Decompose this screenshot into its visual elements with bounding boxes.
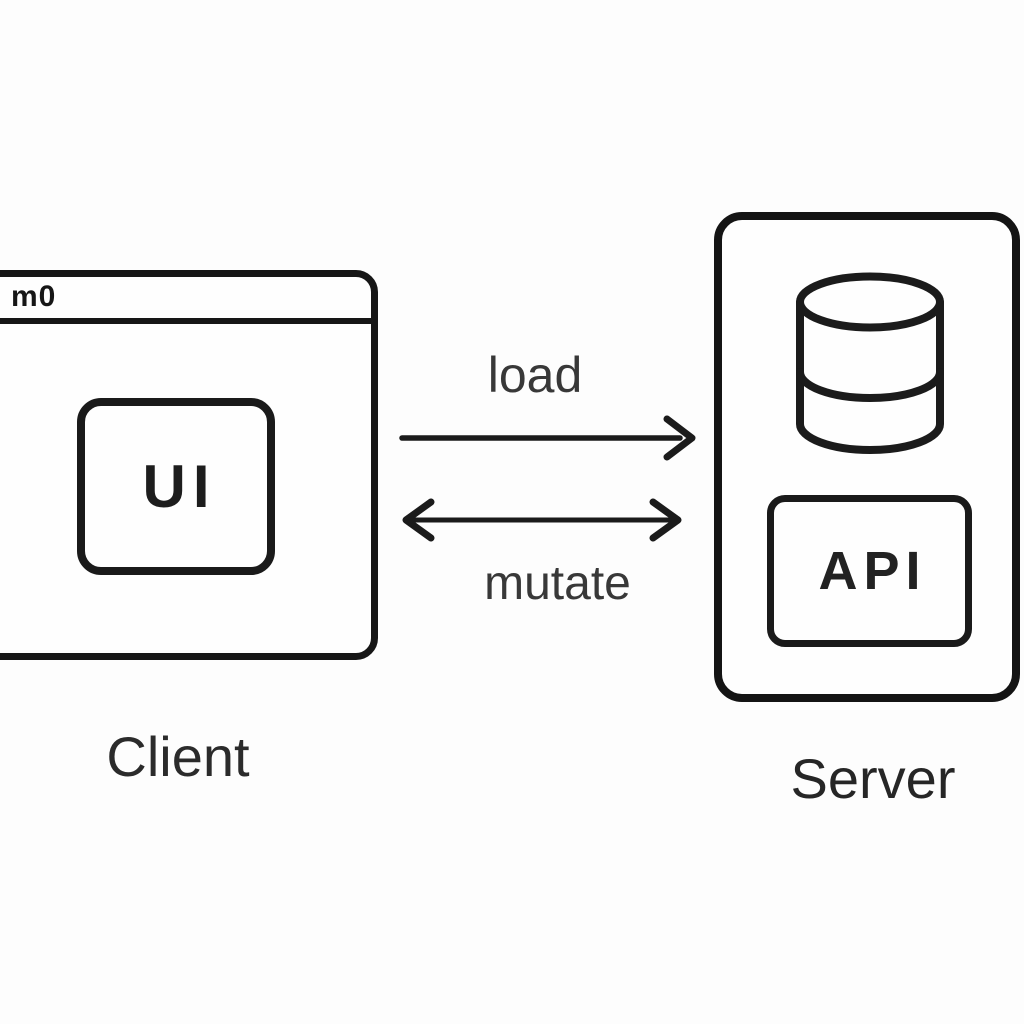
ui-box-label: UI bbox=[142, 453, 217, 520]
browser-titlebar: m0 bbox=[0, 277, 371, 324]
database-icon bbox=[796, 272, 944, 454]
mutate-arrow bbox=[402, 498, 682, 542]
mutate-arrow-label: mutate bbox=[484, 557, 631, 610]
ui-box: UI bbox=[77, 398, 275, 575]
server-label: Server bbox=[790, 747, 956, 810]
window-controls-glyph: m0 bbox=[11, 279, 57, 313]
client-label: Client bbox=[106, 725, 250, 788]
server-box: API bbox=[714, 212, 1020, 702]
arrows-graphic bbox=[399, 415, 696, 542]
arrowhead-right-icon bbox=[663, 415, 696, 461]
api-box-label: API bbox=[818, 541, 927, 601]
arrowhead-right-icon bbox=[649, 498, 682, 542]
arrowhead-left-icon bbox=[402, 498, 435, 542]
load-arrow bbox=[399, 415, 696, 461]
api-box: API bbox=[767, 495, 972, 647]
load-arrow-label: load bbox=[487, 347, 583, 403]
client-browser-window: m0 UI bbox=[0, 270, 378, 660]
